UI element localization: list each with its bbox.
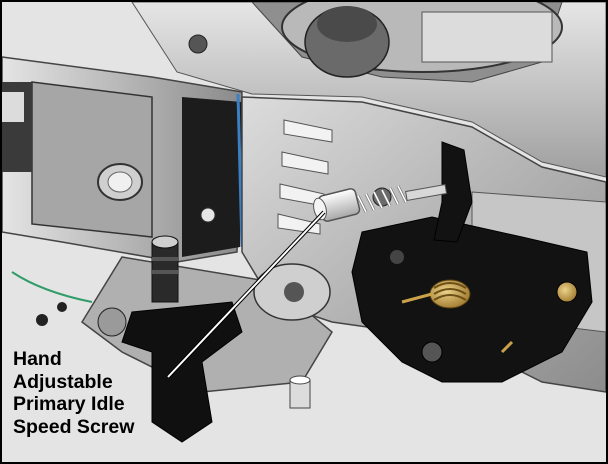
lever-hole xyxy=(390,250,404,264)
base-boss-hole xyxy=(284,282,304,302)
bore-boss-face xyxy=(317,6,377,42)
fuel-bowl-gasket xyxy=(182,97,242,257)
vent-fin xyxy=(283,119,333,143)
throttle-lever xyxy=(351,216,593,383)
callout-label: Hand Adjustable Primary Idle Speed Screw xyxy=(13,348,134,438)
upper-right-bracket xyxy=(421,11,553,63)
vacuum-nipple-top xyxy=(151,235,179,249)
bowl-gasket-line-left xyxy=(11,271,93,303)
brass-return-spring xyxy=(401,279,514,354)
left-edge-light xyxy=(2,92,24,122)
shaft-pivot xyxy=(97,307,127,337)
callout-line: Speed Screw xyxy=(13,415,135,438)
vacuum-nipple-rib xyxy=(152,270,178,274)
bowl-screw xyxy=(200,207,216,223)
throttle-shaft-arm xyxy=(121,301,243,443)
sight-plug-inner xyxy=(107,171,133,193)
lever-stud xyxy=(556,281,578,303)
callout-line: Primary Idle xyxy=(13,393,125,415)
vacuum-nipple-rib xyxy=(152,257,178,261)
vent-fin xyxy=(281,151,329,175)
lower-left-bolt xyxy=(36,314,48,326)
idle-speed-screw xyxy=(313,184,448,222)
throttle-lever-arm xyxy=(433,141,473,243)
base-stud-top xyxy=(289,375,311,385)
callout-line: Hand xyxy=(13,348,62,370)
fuel-bowl-face xyxy=(31,81,153,238)
callout-leader-line-highlight xyxy=(167,211,325,378)
lever-hole xyxy=(421,341,443,363)
bolt-hole-top xyxy=(188,34,208,54)
lower-left-bolt xyxy=(57,302,67,312)
callout-line: Adjustable xyxy=(13,370,113,393)
